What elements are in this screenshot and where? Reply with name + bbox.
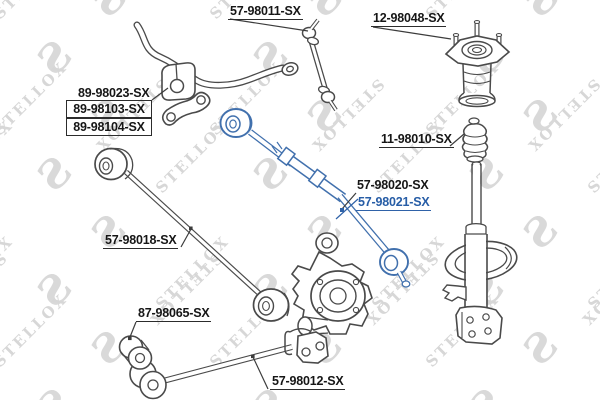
bump-stop-drawing <box>461 117 489 163</box>
trailing-arm-drawing <box>94 147 290 322</box>
leader-lines <box>128 18 465 390</box>
part-label-lower-arm[interactable]: 57-98012-SX <box>270 374 346 390</box>
lateral-rod-highlighted-drawing[interactable] <box>219 108 411 288</box>
stabilizer-link-drawing <box>301 18 338 112</box>
part-label-strut-mount[interactable]: 12-98048-SX <box>371 11 447 27</box>
stabilizer-bar-drawing <box>133 21 299 89</box>
part-label-lateral-rod[interactable]: 57-98020-SX <box>357 178 429 192</box>
arm-bushing-drawing <box>118 335 153 370</box>
part-label-lateral-rod-selected[interactable]: 57-98021-SX <box>356 195 432 211</box>
stabilizer-bushing-drawing <box>161 62 196 101</box>
stabilizer-bracket-drawing <box>161 91 211 126</box>
part-label-bump-stop[interactable]: 11-98010-SX <box>379 132 454 148</box>
part-label-stab-bushing-alt1[interactable]: 89-98103-SX <box>66 100 152 118</box>
part-label-stab-bushing[interactable]: 89-98023-SX <box>78 86 150 100</box>
part-label-arm-bushing[interactable]: 87-98065-SX <box>136 306 212 322</box>
part-label-stab-bushing-alt2[interactable]: 89-98104-SX <box>66 117 152 136</box>
shock-absorber-drawing <box>441 161 518 345</box>
knuckle-drawing <box>290 232 373 336</box>
part-label-trailing-arm[interactable]: 57-98018-SX <box>103 233 179 249</box>
strut-mount-drawing <box>444 19 511 108</box>
part-label-stab-link[interactable]: 57-98011-SX <box>228 4 303 20</box>
